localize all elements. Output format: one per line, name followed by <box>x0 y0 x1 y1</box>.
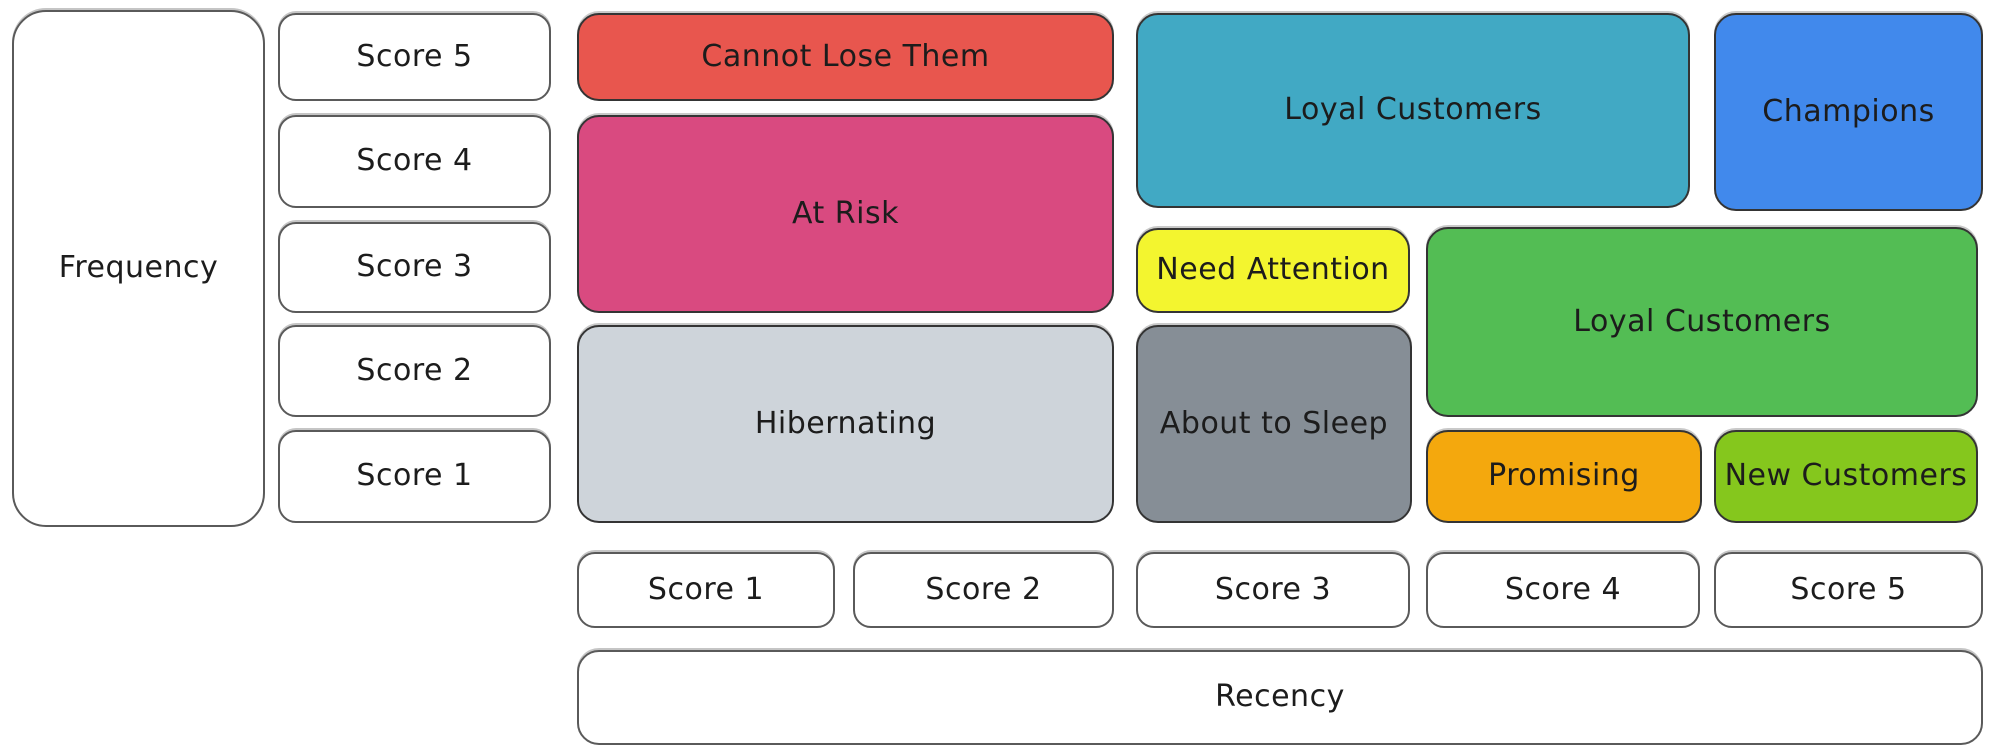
segment-hibernating: Hibernating <box>577 325 1114 523</box>
frequency-score-2: Score 2 <box>278 325 551 417</box>
segment-promising: Promising <box>1426 430 1702 523</box>
segment-cannot-lose-them: Cannot Lose Them <box>577 13 1114 101</box>
recency-score-5: Score 5 <box>1714 552 1983 628</box>
frequency-score-4: Score 4 <box>278 115 551 208</box>
frequency-score-1: Score 1 <box>278 430 551 523</box>
segment-new-customers: New Customers <box>1714 430 1978 523</box>
segment-loyal-customers-green: Loyal Customers <box>1426 227 1978 417</box>
segment-loyal-customers-teal: Loyal Customers <box>1136 13 1690 208</box>
segment-at-risk: At Risk <box>577 115 1114 313</box>
segment-need-attention: Need Attention <box>1136 228 1410 313</box>
recency-axis-label: Recency <box>577 650 1983 745</box>
segment-champions: Champions <box>1714 13 1983 211</box>
recency-score-3: Score 3 <box>1136 552 1410 628</box>
recency-score-2: Score 2 <box>853 552 1114 628</box>
frequency-score-3: Score 3 <box>278 222 551 313</box>
recency-score-1: Score 1 <box>577 552 835 628</box>
segment-about-to-sleep: About to Sleep <box>1136 325 1412 523</box>
recency-score-4: Score 4 <box>1426 552 1700 628</box>
frequency-axis-label: Frequency <box>12 10 265 527</box>
frequency-score-5: Score 5 <box>278 13 551 101</box>
